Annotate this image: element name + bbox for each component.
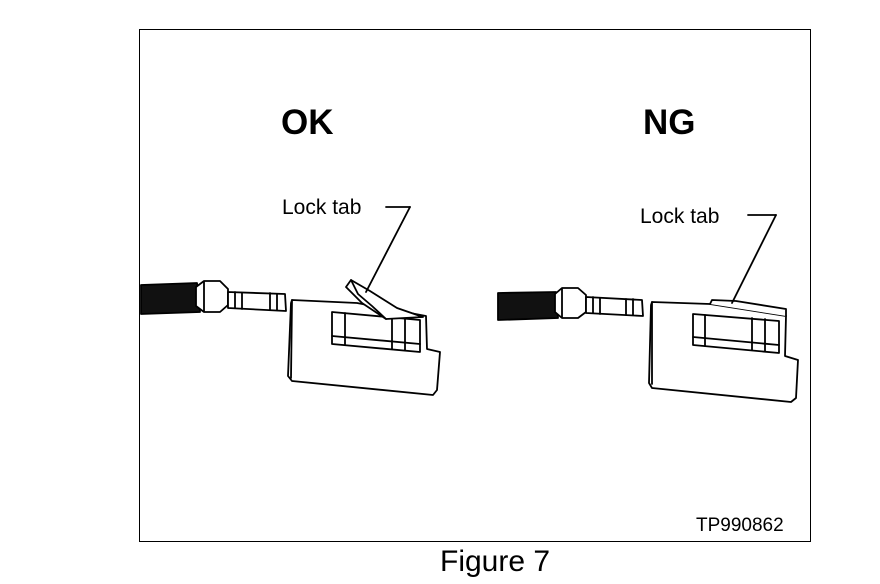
ng-housing	[648, 301, 799, 403]
ok-boot	[195, 280, 229, 313]
ok-lock-tab-label: Lock tab	[282, 196, 362, 219]
ng-terminal	[585, 296, 644, 317]
ng-lock-tab-label: Lock tab	[640, 205, 720, 228]
ng-title: NG	[643, 103, 696, 142]
figure-code: TP990862	[696, 515, 784, 536]
ng-boot	[554, 287, 587, 319]
ok-lock-tab	[345, 279, 424, 320]
figure-caption: Figure 7	[440, 545, 551, 578]
ng-connector	[497, 214, 799, 403]
ok-title: OK	[281, 103, 334, 142]
ng-cable	[497, 291, 559, 321]
ok-cable	[140, 282, 201, 315]
ok-connector	[140, 206, 441, 396]
ng-lock-tab	[709, 299, 787, 317]
figure-frame	[139, 29, 811, 542]
